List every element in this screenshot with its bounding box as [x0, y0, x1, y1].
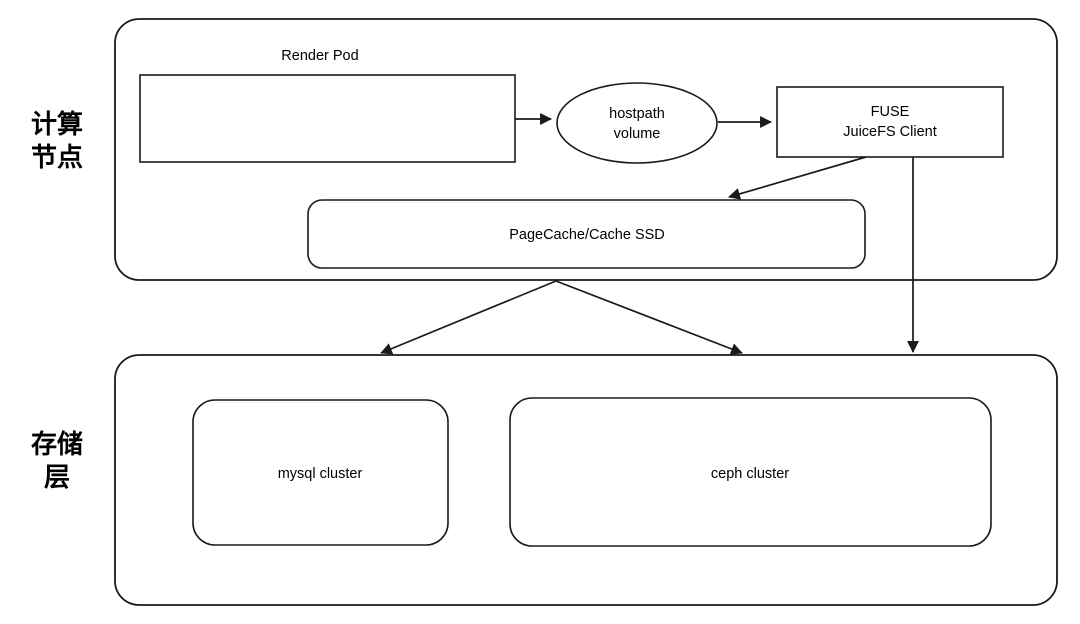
fuse-juicefs-client-label-line2: JuiceFS Client [843, 124, 936, 140]
hostpath-volume-label-line2: volume [614, 126, 661, 142]
layer-label-storage-line1: 存储 [31, 429, 83, 460]
mysql-cluster-label: mysql cluster [278, 466, 363, 482]
hostpath-volume-label-line1: hostpath [609, 106, 665, 122]
fuse-juicefs-client-label-line1: FUSE [871, 104, 910, 120]
fuse-juicefs-client-box[interactable] [776, 86, 1004, 158]
edge-pagecache-to-mysql [380, 280, 557, 355]
mysql-cluster-box[interactable] [192, 399, 449, 546]
ceph-cluster-label: ceph cluster [711, 466, 789, 482]
render-pod-label: Render Pod [281, 48, 358, 64]
layer-label-storage: 存储 层 [31, 429, 83, 493]
hostpath-volume-ellipse[interactable] [556, 82, 718, 164]
layer-label-storage-line2: 层 [44, 463, 70, 493]
layer-label-compute: 计算 节点 [31, 109, 83, 173]
ceph-cluster-box[interactable] [509, 397, 992, 547]
render-app-box[interactable] [139, 74, 516, 163]
pagecache-cache-ssd-box[interactable] [307, 199, 866, 269]
edge-pagecache-to-ceph [555, 280, 743, 355]
layer-label-compute-line2: 节点 [31, 142, 83, 173]
edge-fuse-to-pagecache [728, 156, 867, 200]
pagecache-cache-ssd-label: PageCache/Cache SSD [509, 227, 665, 243]
layer-label-compute-line1: 计算 [31, 109, 83, 140]
